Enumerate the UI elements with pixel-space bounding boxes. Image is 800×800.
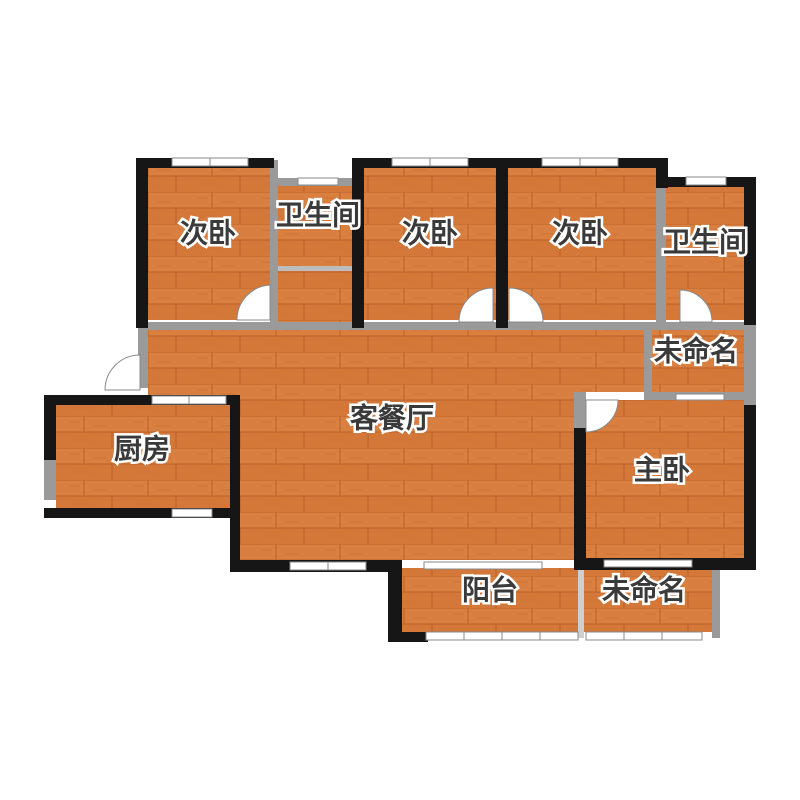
room-labels: 次卧 卫生间 次卧 次卧 卫生间 未命名 客餐厅 厨房 主卧 阳台 未命名 [111, 196, 749, 609]
floor-bath-left [278, 185, 356, 325]
floor-bath-right [666, 185, 744, 320]
door-bedroom-left [236, 284, 271, 321]
floors [56, 168, 744, 632]
door-bedroom-right [508, 287, 544, 323]
window-mullions [188, 158, 663, 640]
label-bedroom-mid: 次卧 [402, 217, 458, 250]
window-master-top [675, 393, 725, 401]
label-master-bedroom: 主卧 [634, 454, 690, 487]
floor-master-bedroom [586, 400, 744, 560]
label-living-dining: 客餐厅 [350, 402, 434, 435]
label-unnamed-bottom: 未命名 [602, 574, 686, 607]
label-bath-right: 卫生间 [663, 226, 747, 259]
window-balcony-top [423, 561, 543, 570]
window-unnamed-bottom [585, 631, 703, 641]
label-bedroom-left: 次卧 [180, 217, 236, 250]
door-master [585, 399, 619, 433]
floor-bedroom-right [508, 168, 656, 320]
label-balcony: 阳台 [462, 574, 518, 607]
door-entrance [104, 354, 141, 391]
window-kitchen-bottom [171, 508, 213, 518]
doors [104, 284, 713, 433]
label-unnamed-top: 未命名 [654, 335, 738, 368]
window-master-bottom [603, 559, 693, 568]
door-bath-right [679, 289, 713, 323]
label-bath-left: 卫生间 [276, 199, 360, 232]
floor-kitchen [56, 405, 232, 510]
floor-unnamed-bottom [584, 568, 712, 632]
label-bedroom-right: 次卧 [552, 217, 608, 250]
label-kitchen: 厨房 [114, 433, 170, 466]
window-bath-right [685, 176, 727, 186]
window-bath-left [297, 177, 339, 186]
door-bedroom-mid [458, 287, 494, 323]
floor-living-dining [148, 330, 645, 560]
floor-balcony [400, 568, 578, 632]
floor-unnamed-top [652, 330, 744, 392]
